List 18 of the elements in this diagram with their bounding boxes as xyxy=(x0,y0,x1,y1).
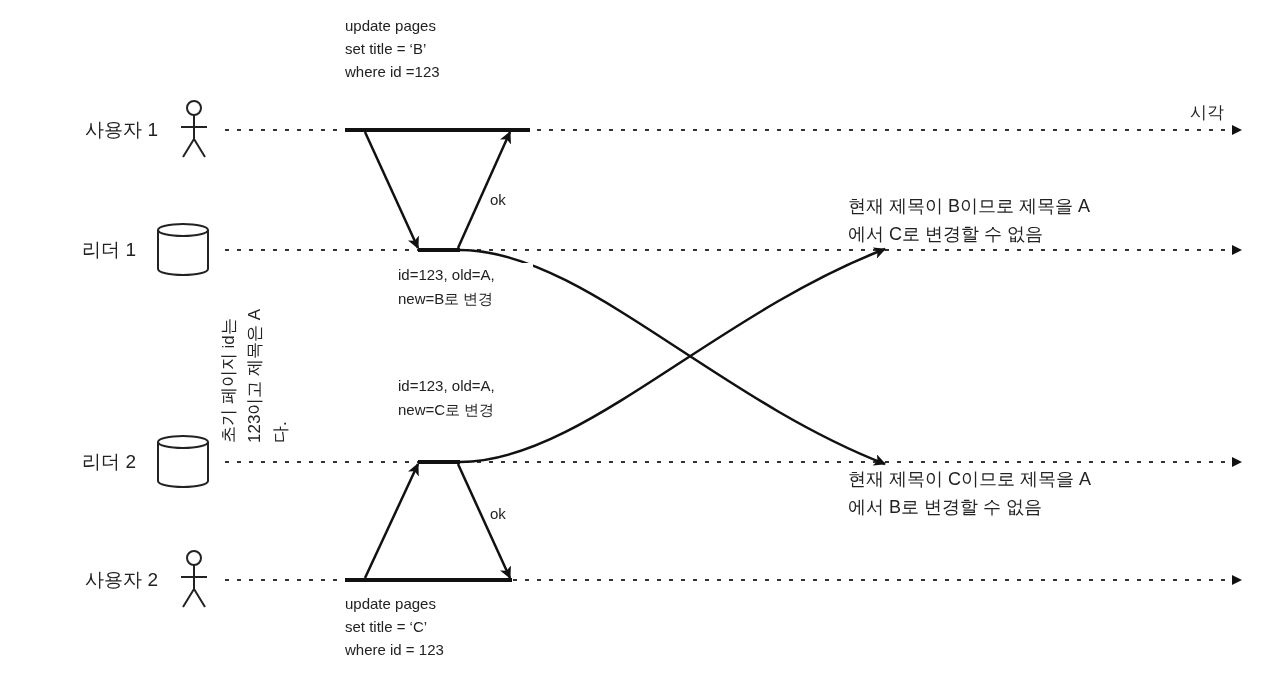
query-text: update pages set title = ‘B’ where id =123 xyxy=(345,16,441,82)
query-text: update pages set title = ‘C’ where id = 123 xyxy=(345,594,445,660)
participant-label: 사용자 1 xyxy=(85,117,158,142)
message-arrow xyxy=(456,131,512,249)
time-axis-label: 시각 xyxy=(1190,102,1224,124)
participant-label: 사용자 2 xyxy=(85,567,158,592)
message-arrow xyxy=(456,463,512,579)
conflict-note: 현재 제목이 C이므로 제목을 A에서 B로 변경할 수 없음 xyxy=(848,465,1093,521)
message-arrow xyxy=(363,131,420,249)
message-arrow xyxy=(363,463,420,579)
conflict-note: 현재 제목이 B이므로 제목을 A에서 C로 변경할 수 없음 xyxy=(848,192,1093,248)
activation-bar xyxy=(418,460,460,464)
activation-bar xyxy=(418,248,460,252)
activation-bar xyxy=(345,128,530,132)
activation-bar xyxy=(345,578,512,582)
participant-label: 리더 1 xyxy=(82,237,136,262)
note-text: 초기 페이지 id는 123이고 제목은 A다. xyxy=(218,307,291,443)
participant-label: 리더 2 xyxy=(82,449,136,474)
